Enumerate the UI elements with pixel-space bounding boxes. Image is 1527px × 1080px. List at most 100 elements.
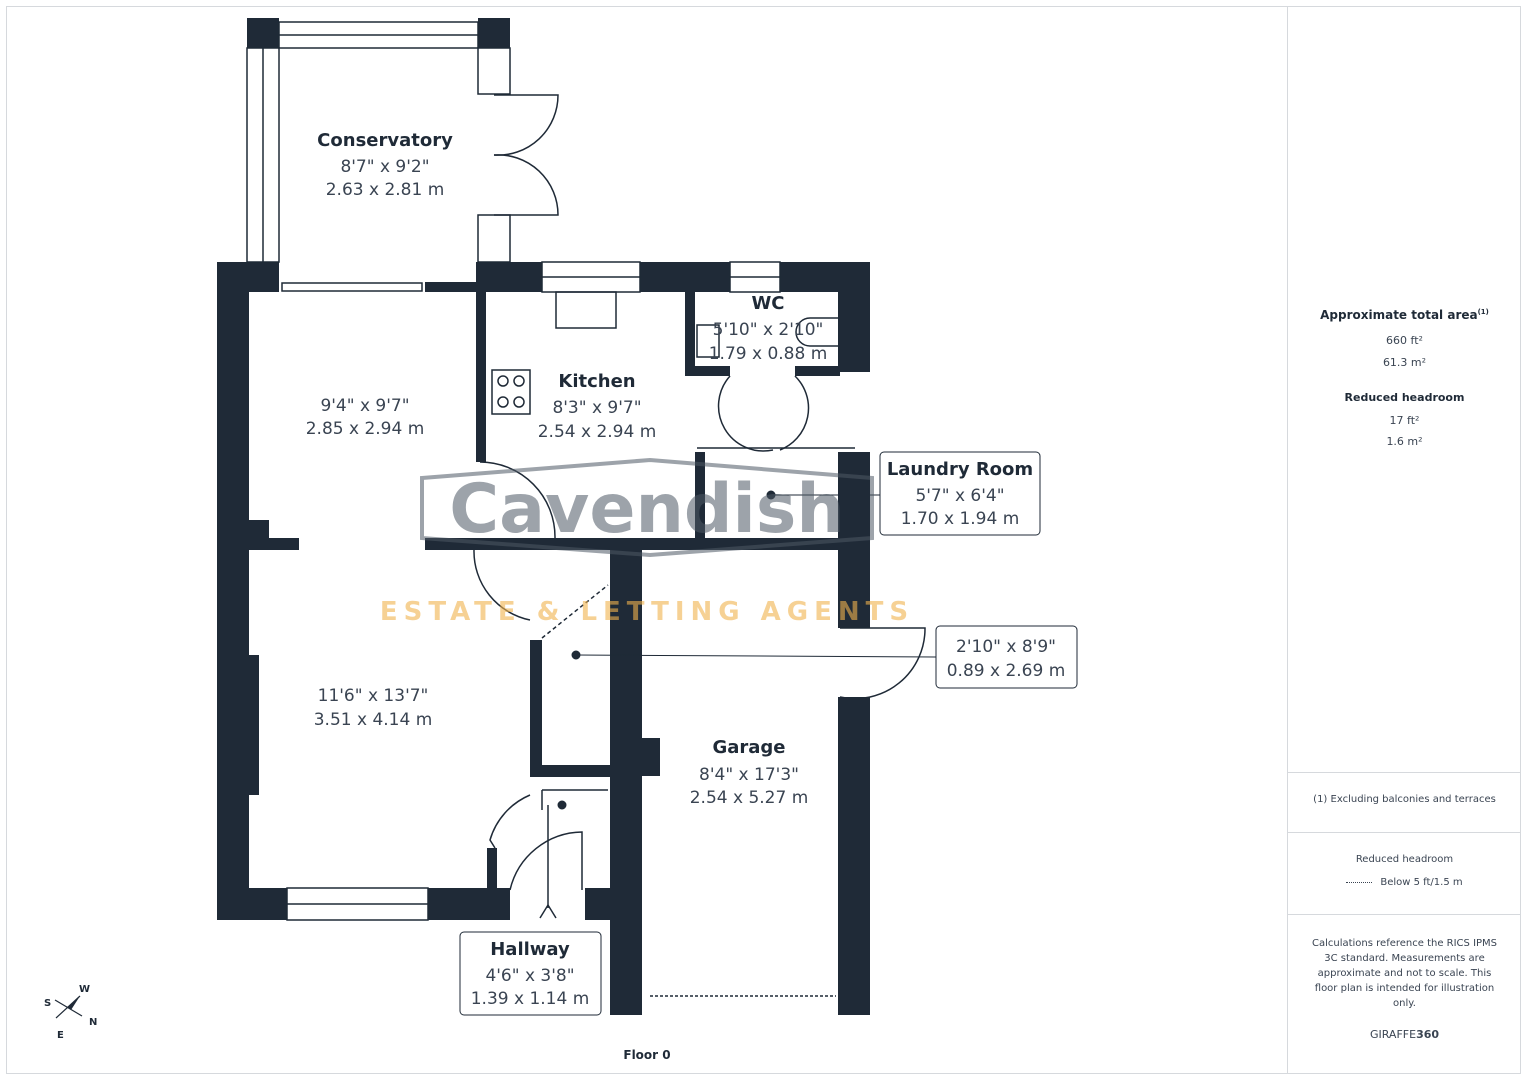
wall-segment [530,765,610,777]
compass-e: E [57,1030,64,1041]
brand-suffix: 360 [1416,1028,1440,1041]
room-dim-imperial: 9'4" x 9'7" [320,396,409,416]
wall-garage-left [610,550,642,1015]
hob-icon [491,369,531,415]
door-arc [489,794,531,849]
brand-logo: GIRAFFE360 [1288,1028,1521,1041]
wall-segment [478,18,510,48]
room-name-wc: WC [751,293,784,314]
watermark-name: Cavendish [449,470,845,549]
room-dim-imperial: 5'7" x 6'4" [915,486,1004,506]
room-dim-metric: 3.51 x 4.14 m [314,710,433,730]
room-dim-metric: 2.63 x 2.81 m [326,180,445,200]
wall-segment [838,550,870,628]
door-arc [493,94,559,156]
window-segment [477,214,511,263]
total-area-label: Approximate total area [1320,308,1478,322]
wall-segment [838,262,870,372]
wall-laundry-left [695,452,705,542]
room-dim-metric: 2.54 x 2.94 m [538,422,657,442]
door-arc [509,831,583,891]
total-area-ft: 660 ft² [1386,334,1423,347]
room-dim-imperial: 8'3" x 9'7" [552,398,641,418]
brand-prefix: GIRAFFE [1369,1028,1417,1041]
room-dim-metric: 2.85 x 2.94 m [306,419,425,439]
fixtures [491,291,838,919]
wall-segment [249,520,269,550]
doors [473,94,926,891]
wall-left [217,262,249,920]
store-label-box [935,625,1078,689]
compass-w: W [79,984,90,995]
footnote-text: (1) Excluding balconies and terraces [1313,794,1496,805]
wall-segment [249,655,259,795]
divider [1288,772,1521,773]
watermark: Cavendish ESTATE & LETTING AGENTS [380,457,914,627]
door-arc [493,154,559,216]
sliding-door [281,282,423,292]
wall-segment [217,262,279,292]
wall-segment [838,452,870,542]
wall-segment [217,888,287,920]
info-sidebar: Approximate total area(1) 660 ft² 61.3 m… [1287,6,1521,1074]
toilet-icon [795,317,838,347]
wall-garage-right [838,697,870,1015]
wall-segment [640,262,730,292]
windows [246,21,836,997]
room-name-garage: Garage [712,737,785,758]
wall-segment [476,262,542,292]
door-arc [839,627,926,700]
reduced-headroom-heading: Reduced headroom [1344,391,1465,404]
compass-n: N [89,1017,97,1028]
wall-segment [425,282,480,292]
wall-segment [530,640,542,770]
compass-s: S [44,998,51,1009]
wall-segment [247,18,279,48]
basin-icon [696,324,720,358]
watermark-frame [420,457,874,558]
room-dim-imperial: 11'6" x 13'7" [318,686,429,706]
wall-kitchen-left [476,262,486,462]
legend-item: Below 5 ft/1.5 m [1380,877,1463,888]
room-dim-imperial: 8'7" x 9'2" [340,157,429,177]
hallway-label-box [459,931,602,1016]
wall-segment [685,366,730,376]
sink-icon [555,291,617,329]
room-dim-imperial: 2'10" x 8'9" [956,637,1056,657]
room-name-conservatory: Conservatory [317,130,453,151]
compass-rose: W S E N [44,984,97,1041]
door-arc [479,461,556,539]
compass-needle-icon [68,996,80,1010]
wall-segment [642,738,660,776]
room-dim-metric: 1.39 x 1.14 m [471,989,590,1009]
watermark-tagline: ESTATE & LETTING AGENTS [380,597,914,627]
door-arc [779,375,810,451]
room-dim-imperial: 4'6" x 3'8" [485,966,574,986]
door-arc [717,375,774,452]
disclaimer-text: Calculations reference the RICS IPMS 3C … [1311,938,1498,1009]
room-dim-metric: 0.89 x 2.69 m [947,661,1066,681]
total-area-m: 61.3 m² [1382,356,1427,369]
room-name-kitchen: Kitchen [558,371,635,392]
legend-title: Reduced headroom [1355,854,1454,865]
window-segment [477,47,511,95]
laundry-label-box [879,451,1041,536]
room-dim-imperial: 5'10" x 2'10" [713,320,824,340]
room-dim-metric: 2.54 x 5.27 m [690,788,809,808]
room-labels: Conservatory 8'7" x 9'2" 2.63 x 2.81 m 9… [306,130,1066,1009]
reduced-area-m: 1.6 m² [1386,435,1423,448]
divider [1288,832,1521,833]
total-area-heading: Approximate total area(1) [1288,308,1521,322]
stair-arrow-head [539,903,557,919]
door-arc [473,549,531,621]
page-frame [6,6,1521,1074]
wall-segment [795,366,840,376]
wall-segment [585,888,610,920]
label-boxes [459,451,1078,1016]
dotted-line-icon [1346,881,1373,883]
wall-wc-left [685,292,695,376]
footnote-marker: (1) [1477,308,1489,316]
room-dim-metric: 1.79 x 0.88 m [709,344,828,364]
wall-segment [487,848,497,890]
